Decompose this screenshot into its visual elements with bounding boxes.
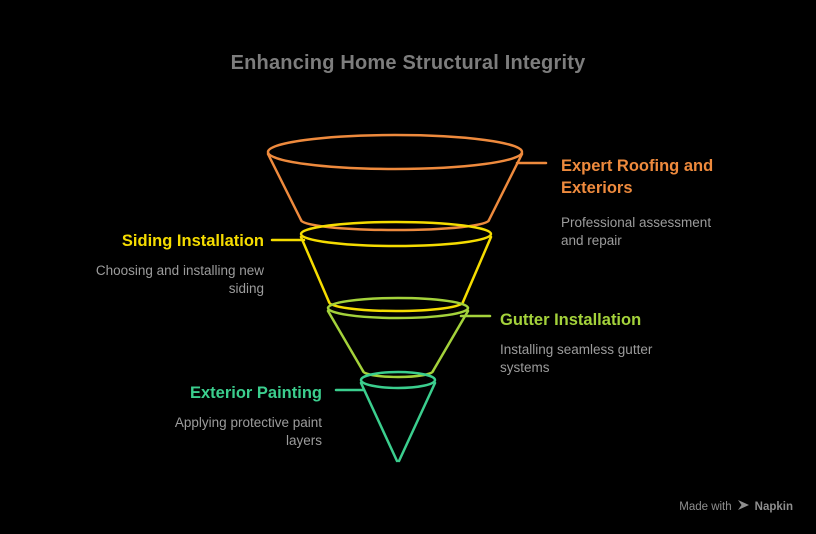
funnel-stage-3-right-side [431,309,470,373]
funnel-stage-2-bottom-arc [327,300,465,313]
funnel-stage-3-left-side [326,309,365,373]
funnel-stage-4 [334,370,437,463]
funnel-stage-4-cone-sides [359,381,437,463]
stage-label-roofing: Expert Roofing and Exteriors Professiona… [561,155,751,249]
stage-title-gutter: Gutter Installation [500,311,642,329]
stage-description-painting: Applying protective paint layers [174,415,322,448]
funnel-stage-3 [326,296,492,379]
funnel-stage-1-bottom-arc [299,218,491,232]
stage-label-painting: Exterior Painting Applying protective pa… [112,382,322,449]
stage-title-painting: Exterior Painting [189,384,322,402]
page-title: Enhancing Home Structural Integrity [230,52,586,74]
funnel-stage-2 [270,220,493,313]
watermark-prefix-label: Made with [679,501,732,513]
stage-description-siding: Choosing and installing new siding [95,263,264,296]
funnel-stage-2-left-side [299,235,331,304]
watermark: Made with Napkin [679,499,793,515]
napkin-logo-icon [737,499,750,515]
watermark-brand-label: Napkin [754,501,793,513]
funnel-stage-1-rim [266,133,524,171]
funnel-stage-4-rim [359,370,437,390]
stage-description-gutter: Installing seamless gutter systems [500,342,653,375]
stage-label-gutter: Gutter Installation Installing seamless … [500,309,700,376]
stage-label-siding: Siding Installation Choosing and install… [54,230,264,297]
stage-title-roofing: Expert Roofing and Exteriors [561,157,714,197]
funnel-stage-3-bottom-arc [361,369,435,379]
stage-title-siding: Siding Installation [121,232,264,250]
funnel-stage-2-right-side [461,235,493,304]
funnel-stage-2-rim [299,220,493,248]
funnel-stage-1-right-side [487,152,524,222]
funnel-stage-1 [266,133,548,232]
funnel-stage-1-left-side [266,152,303,222]
funnel-stage-3-rim [326,296,470,320]
stage-description-roofing: Professional assessment and repair [561,215,712,248]
